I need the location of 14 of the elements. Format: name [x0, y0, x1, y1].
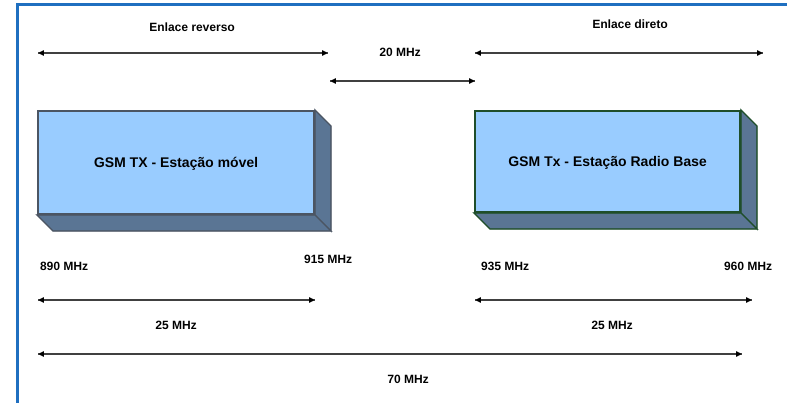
dimension-label: 935 MHz — [480, 260, 530, 272]
dimension-label: 20 MHz — [379, 46, 421, 58]
block-box — [474, 110, 741, 213]
dimension-label: 25 MHz — [591, 319, 633, 331]
dimension-label: 25 MHz — [155, 319, 197, 331]
block-box — [37, 110, 315, 215]
block-label: GSM Tx - Estação Radio Base — [508, 152, 707, 171]
dimension-label: 960 MHz — [724, 260, 772, 272]
dimension-label: Enlace direto — [592, 18, 668, 30]
dimension-label: 70 MHz — [387, 373, 429, 385]
dimension-label: 890 MHz — [40, 260, 88, 272]
block-label: GSM TX - Estação móvel — [94, 153, 258, 172]
dimension-label: Enlace reverso — [149, 21, 235, 33]
dimension-label: 915 MHz — [304, 253, 352, 265]
